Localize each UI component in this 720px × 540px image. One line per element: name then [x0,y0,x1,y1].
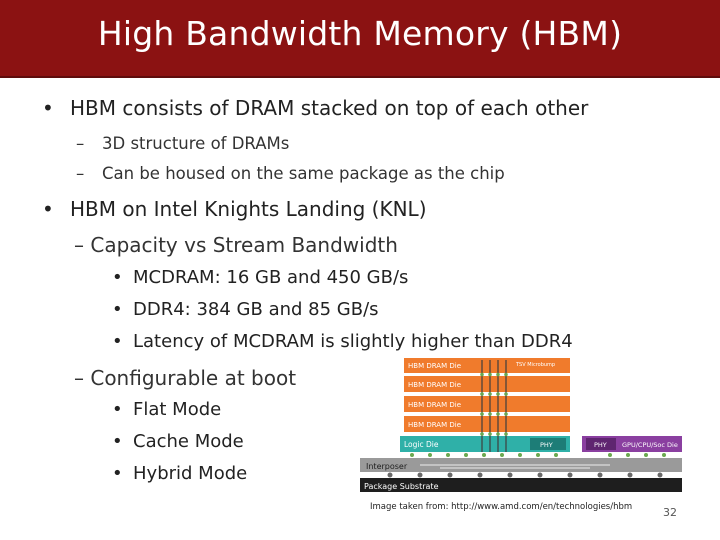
title-bar [0,0,720,78]
logic-phy-block [530,438,566,450]
bullet-text: HBM on Intel Knights Landing (KNL) [70,197,427,221]
sub-bullet-configurable: – Configurable at boot [74,366,296,390]
interposer-microbumps [410,453,666,457]
dram-die-1 [404,358,570,373]
list-item: • Latency of MCDRAM is slightly higher t… [112,331,573,352]
gpu-phy-label: PHY [594,441,607,449]
list-item-text: Latency of MCDRAM is slightly higher tha… [133,331,573,352]
logic-die [400,436,570,452]
sub-bullet-text: Capacity vs Stream Bandwidth [90,233,398,257]
sub-bullet-package: – Can be housed on the same package as t… [76,164,505,183]
interposer-label: Interposer [366,462,408,471]
list-item-text: DDR4: 384 GB and 85 GB/s [133,299,379,320]
gpu-die-label: GPU/CPU/Soc Die [622,441,678,449]
bullet-hbm-dram: • HBM consists of DRAM stacked on top of… [42,96,589,120]
sub-bullet-3d: – 3D structure of DRAMs [76,134,290,153]
list-item: • MCDRAM: 16 GB and 450 GB/s [112,267,409,288]
bullet-glyph: • [112,331,123,352]
substrate-label: Package Substrate [364,482,439,491]
interposer-traces [420,464,610,469]
list-item-text: MCDRAM: 16 GB and 450 GB/s [133,267,409,288]
dash-glyph: – [74,233,84,257]
dram-die-label: HBM DRAM Die [408,401,461,409]
bullet-glyph: • [112,463,123,484]
sub-bullet-text: Can be housed on the same package as the… [102,164,505,183]
logic-phy-label: PHY [540,441,553,449]
dram-die-4 [404,416,570,432]
sub-bullet-text: 3D structure of DRAMs [102,134,290,153]
sub-bullet-capacity: – Capacity vs Stream Bandwidth [74,233,398,257]
bullet-glyph: • [42,96,54,120]
bullet-text: HBM consists of DRAM stacked on top of e… [70,96,589,120]
tsv-microbumps [480,372,508,436]
package-substrate [360,478,682,492]
bullet-glyph: • [112,299,123,320]
list-item: • Cache Mode [112,431,244,452]
bullet-glyph: • [112,431,123,452]
list-item-text: Flat Mode [133,399,222,420]
page-number: 32 [663,506,677,519]
tsv-microbump-label: TSV Microbump [515,362,555,368]
bullet-knl: • HBM on Intel Knights Landing (KNL) [42,197,427,221]
dash-glyph: – [74,366,84,390]
dram-die-2 [404,376,570,392]
bullet-glyph: • [112,267,123,288]
list-item-text: Cache Mode [133,431,244,452]
list-item: • Hybrid Mode [112,463,248,484]
bullet-glyph: • [42,197,54,221]
list-item: • DDR4: 384 GB and 85 GB/s [112,299,379,320]
dash-glyph: – [76,134,85,153]
dram-die-label: HBM DRAM Die [408,421,461,429]
hbm-stack-diagram: Package Substrate Interposer Logic Die P… [360,358,682,492]
gpu-phy-block [586,438,616,450]
list-item-text: Hybrid Mode [133,463,248,484]
substrate-bumps [387,472,663,478]
dram-die-3 [404,396,570,412]
dram-die-label: HBM DRAM Die [408,362,461,370]
dash-glyph: – [76,164,85,183]
bullet-glyph: • [112,399,123,420]
list-item: • Flat Mode [112,399,222,420]
dram-die-label: HBM DRAM Die [408,381,461,389]
slide-title: High Bandwidth Memory (HBM) [97,14,623,53]
logic-die-label: Logic Die [404,440,439,449]
sub-bullet-text: Configurable at boot [90,366,297,390]
image-caption: Image taken from: http://www.amd.com/en/… [370,502,633,512]
